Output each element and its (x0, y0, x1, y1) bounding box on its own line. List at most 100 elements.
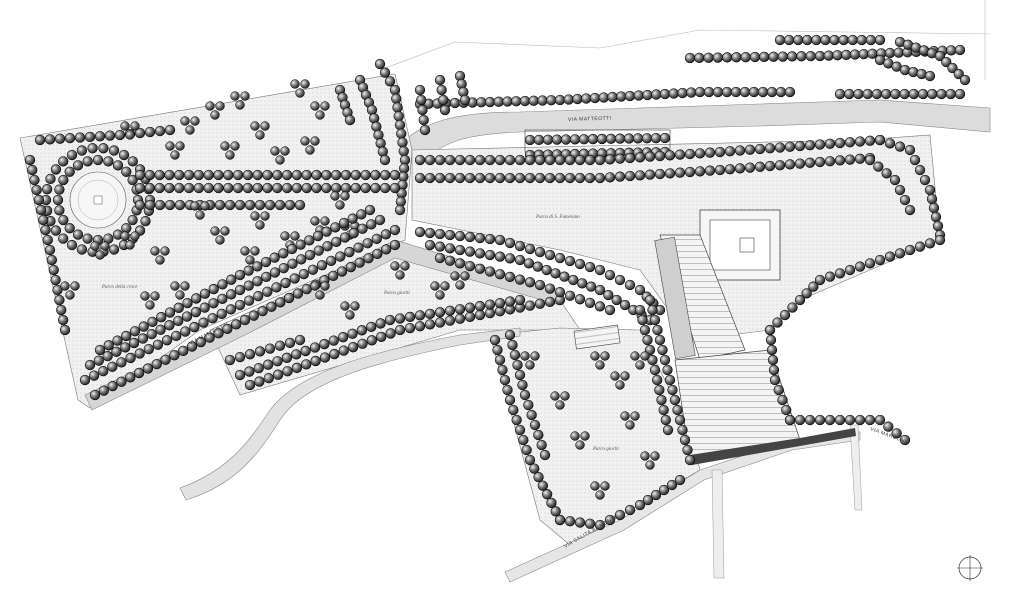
tree-canopy-icon (242, 169, 254, 181)
tree-canopy-icon (347, 328, 358, 339)
tree-canopy-icon (330, 222, 341, 233)
tree-canopy-icon (824, 156, 836, 167)
tree-canopy-icon (529, 463, 540, 474)
tree-canopy-icon (881, 88, 892, 100)
tree-canopy-icon (362, 238, 373, 249)
tree-canopy-icon (199, 288, 211, 299)
tree-canopy-icon (624, 90, 636, 102)
tree-canopy-icon (400, 261, 410, 271)
tree-canopy-icon (811, 34, 822, 46)
tree-canopy-icon (607, 91, 618, 103)
tree-canopy-icon (658, 404, 669, 416)
tree-canopy-icon (418, 114, 429, 126)
tree-canopy-icon (65, 290, 75, 300)
tree-canopy-icon (509, 349, 521, 361)
tree-canopy-icon (594, 154, 606, 166)
tree-canopy-icon (145, 300, 155, 310)
tree-canopy-icon (652, 324, 663, 336)
tree-canopy-icon (337, 332, 349, 343)
tree-canopy-icon (205, 101, 215, 111)
tree-canopy-icon (151, 358, 162, 370)
tree-canopy-icon (647, 304, 658, 316)
tree-canopy-icon (525, 360, 535, 370)
tree-canopy-icon (575, 440, 585, 450)
tree-canopy-icon (514, 172, 526, 184)
tree-canopy-icon (639, 324, 651, 336)
tree-canopy-icon (107, 381, 118, 392)
tree-canopy-icon (234, 284, 246, 296)
tree-canopy-icon (300, 79, 310, 89)
tree-canopy-icon (250, 121, 260, 131)
tree-canopy-icon (42, 234, 53, 246)
tree-canopy-icon (894, 248, 906, 259)
tree-canopy-icon (397, 137, 408, 148)
tree-canopy-icon (243, 265, 254, 276)
tree-canopy-icon (424, 227, 436, 239)
tree-canopy-icon (464, 311, 476, 323)
tree-canopy-icon (796, 51, 807, 62)
tree-canopy-icon (357, 223, 368, 234)
tree-canopy-icon (544, 154, 556, 166)
tree-canopy-icon (138, 321, 149, 332)
tree-canopy-icon (424, 172, 436, 184)
tree-canopy-icon (533, 472, 544, 483)
tree-canopy-icon (278, 262, 289, 274)
tree-canopy-icon (203, 182, 214, 194)
tree-canopy-icon (507, 339, 518, 351)
tree-canopy-icon (248, 310, 259, 321)
tree-canopy-icon (686, 87, 697, 98)
tree-canopy-icon (230, 91, 240, 101)
tree-canopy-icon (603, 289, 614, 301)
tree-canopy-icon (635, 360, 645, 370)
tree-canopy-icon (340, 169, 352, 181)
tree-canopy-icon (255, 130, 265, 140)
tree-canopy-icon (164, 320, 175, 331)
tree-canopy-icon (137, 333, 149, 344)
tree-canopy-icon (449, 97, 461, 109)
tree-canopy-icon (210, 110, 220, 120)
tree-canopy-icon (534, 172, 546, 184)
tree-canopy-icon (272, 369, 284, 380)
tree-canopy-icon (554, 514, 566, 526)
tree-canopy-icon (46, 254, 58, 266)
tree-canopy-icon (436, 84, 447, 96)
tree-canopy-icon (637, 314, 648, 326)
tree-canopy-icon (394, 324, 406, 336)
tree-canopy-icon (634, 152, 646, 163)
tree-canopy-icon (291, 169, 303, 181)
tree-canopy-icon (669, 394, 681, 406)
tree-canopy-icon (393, 111, 404, 122)
tree-canopy-icon (444, 255, 456, 266)
tree-canopy-icon (313, 245, 324, 256)
tree-canopy-icon (454, 154, 466, 166)
tree-canopy-icon (350, 301, 360, 311)
tree-canopy-icon (844, 154, 856, 165)
tree-canopy-icon (744, 144, 756, 155)
tree-canopy-icon (804, 414, 816, 426)
tree-canopy-icon (294, 334, 306, 346)
tree-canopy-icon (414, 172, 426, 184)
tree-canopy-icon (600, 351, 610, 361)
tree-canopy-icon (217, 279, 228, 290)
tree-canopy-icon (564, 154, 576, 166)
tree-canopy-icon (54, 294, 65, 306)
tree-canopy-icon (864, 135, 876, 146)
tree-canopy-icon (434, 317, 446, 328)
tree-canopy-icon (594, 264, 606, 276)
tree-canopy-icon (569, 134, 581, 145)
tree-canopy-icon (784, 86, 796, 98)
tree-canopy-icon (174, 199, 186, 211)
tree-canopy-icon (160, 354, 171, 365)
tree-canopy-icon (356, 325, 368, 336)
tree-canopy-icon (217, 293, 228, 304)
tree-canopy-icon (754, 143, 766, 155)
tree-canopy-icon (339, 232, 351, 243)
tree-canopy-icon (959, 74, 971, 86)
tree-canopy-icon (722, 52, 733, 63)
tree-canopy-icon (654, 384, 665, 396)
tree-canopy-icon (919, 174, 931, 186)
tree-canopy-icon (66, 149, 78, 161)
tree-canopy-icon (50, 225, 62, 236)
tree-canopy-icon (134, 169, 146, 181)
tree-canopy-icon (924, 238, 936, 249)
